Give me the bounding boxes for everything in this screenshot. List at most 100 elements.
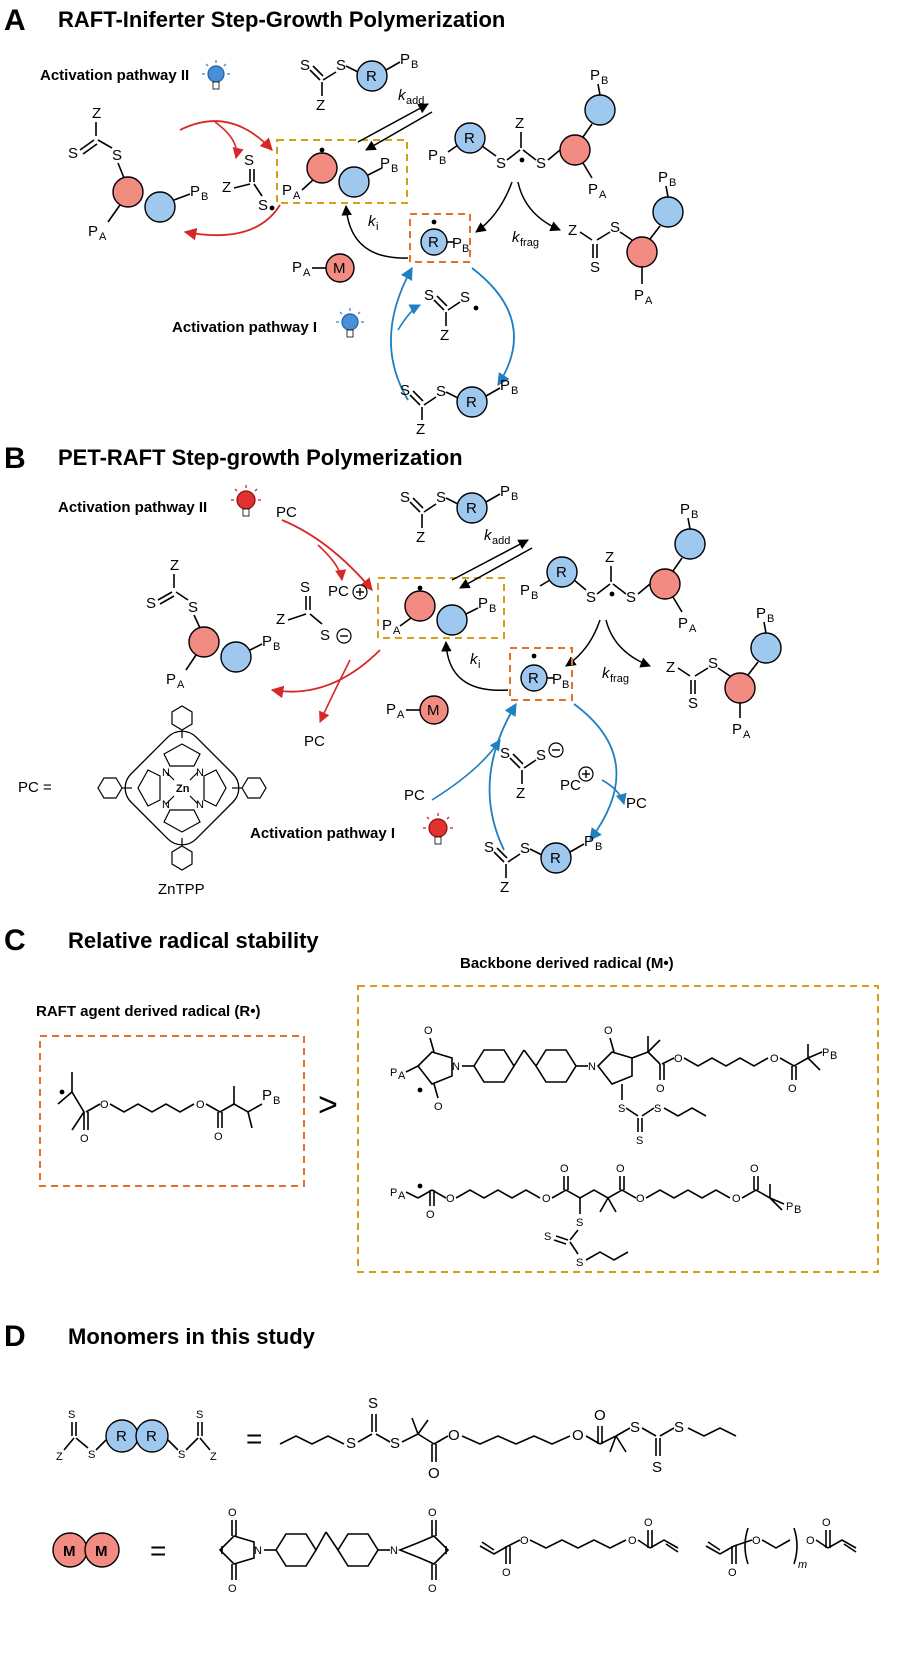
monomer-circle	[112, 176, 144, 208]
svg-text:O: O	[446, 1193, 455, 1205]
thiolate-anion-b2: S S Z PC	[500, 742, 594, 802]
svg-text:O: O	[428, 1465, 440, 1482]
panel-a-letter: A	[4, 4, 26, 37]
svg-text:k: k	[484, 527, 493, 544]
backbone-radical-box-c	[357, 985, 879, 1273]
svg-text:S: S	[400, 382, 410, 399]
svg-text:O: O	[770, 1053, 779, 1065]
svg-text:S: S	[636, 1135, 643, 1147]
pathway-one-label-b: Activation pathway I	[250, 825, 395, 842]
backbone-radical-structure-1: P A O O N N O O	[390, 1025, 837, 1147]
red-arrow	[179, 120, 273, 151]
svg-text:O: O	[644, 1517, 653, 1529]
svg-text:O: O	[428, 1583, 437, 1595]
svg-text:P: P	[262, 633, 272, 650]
panel-a: A RAFT-Iniferter Step-Growth Polymerizat…	[4, 4, 684, 438]
svg-text:k: k	[602, 665, 611, 682]
svg-text:B: B	[489, 603, 496, 615]
svg-text:O: O	[636, 1193, 645, 1205]
svg-text:N: N	[254, 1545, 262, 1557]
svg-text:k: k	[398, 87, 407, 104]
svg-text:S: S	[112, 147, 122, 164]
raft-agent-bottom-b: S S Z R P B	[484, 833, 602, 896]
svg-text:O: O	[728, 1567, 737, 1579]
svg-text:Z: Z	[605, 549, 614, 566]
svg-text:P: P	[520, 582, 530, 599]
svg-text:B: B	[595, 841, 602, 853]
svg-text:R: R	[556, 564, 567, 581]
svg-text:S: S	[346, 1435, 356, 1452]
backbone-radical-structure-2: P A O O O O S O O O O	[390, 1163, 801, 1269]
svg-text:P: P	[390, 1067, 397, 1079]
svg-text:S: S	[300, 579, 310, 596]
panel-d-letter: D	[4, 1320, 26, 1353]
svg-text:P: P	[634, 287, 644, 304]
svg-text:Z: Z	[276, 611, 285, 628]
svg-text:P: P	[428, 147, 438, 164]
pc-equals-label: PC =	[18, 779, 52, 796]
svg-text:P: P	[292, 259, 302, 276]
svg-text:R: R	[466, 394, 477, 411]
svg-text:Z: Z	[170, 557, 179, 574]
svg-text:O: O	[428, 1507, 437, 1519]
svg-text:S: S	[146, 595, 156, 612]
svg-text:N: N	[196, 767, 204, 779]
svg-text:Z: Z	[222, 179, 231, 196]
svg-text:add: add	[492, 535, 510, 547]
svg-text:A: A	[645, 295, 653, 307]
svg-text:S: S	[590, 259, 600, 276]
red-bulb-icon	[231, 485, 261, 517]
svg-text:add: add	[406, 95, 424, 107]
svg-text:PC: PC	[328, 583, 349, 600]
svg-text:S: S	[708, 655, 718, 672]
svg-text:S: S	[484, 839, 494, 856]
svg-text:P: P	[88, 223, 98, 240]
svg-text:O: O	[228, 1507, 237, 1519]
svg-text:Z: Z	[416, 421, 425, 438]
propagating-radical-box	[276, 139, 408, 204]
svg-text:Zn: Zn	[176, 783, 190, 795]
svg-text:O: O	[604, 1025, 613, 1037]
raft-circle	[144, 191, 176, 223]
panel-a-title: RAFT-Iniferter Step-Growth Polymerizatio…	[58, 7, 505, 32]
svg-text:O: O	[594, 1407, 606, 1424]
svg-text:R: R	[366, 68, 377, 85]
svg-text:P: P	[380, 155, 390, 172]
svg-text:P: P	[588, 181, 598, 198]
svg-text:A: A	[743, 729, 751, 741]
svg-text:O: O	[752, 1535, 761, 1547]
svg-text:B: B	[669, 177, 676, 189]
svg-text:M: M	[95, 1543, 108, 1560]
svg-text:P: P	[262, 1087, 272, 1104]
svg-text:O: O	[520, 1535, 529, 1547]
svg-text:O: O	[560, 1163, 569, 1175]
svg-text:Z: Z	[666, 659, 675, 676]
svg-text:Z: Z	[515, 115, 524, 132]
svg-text:frag: frag	[520, 237, 539, 249]
svg-text:S: S	[674, 1419, 684, 1436]
svg-text:P: P	[732, 721, 742, 738]
svg-text:B: B	[439, 155, 446, 167]
panel-d: D Monomers in this study S Z S R R S S Z…	[4, 1320, 857, 1595]
svg-text:P: P	[590, 67, 600, 84]
svg-text:P: P	[680, 501, 690, 518]
svg-text:N: N	[162, 767, 170, 779]
svg-text:S: S	[68, 145, 78, 162]
svg-text:A: A	[293, 190, 301, 202]
svg-text:S: S	[68, 1409, 75, 1421]
svg-text:frag: frag	[610, 673, 629, 685]
svg-text:O: O	[616, 1163, 625, 1175]
svg-text:O: O	[542, 1193, 551, 1205]
svg-text:PC: PC	[404, 787, 425, 804]
svg-text:P: P	[552, 671, 562, 688]
svg-text:O: O	[426, 1209, 435, 1221]
svg-text:P: P	[756, 605, 766, 622]
svg-text:O: O	[448, 1427, 460, 1444]
svg-text:Z: Z	[416, 529, 425, 546]
svg-text:Z: Z	[500, 879, 509, 896]
svg-text:S: S	[536, 155, 546, 172]
svg-text:B: B	[391, 163, 398, 175]
svg-text:P: P	[478, 595, 488, 612]
svg-text:S: S	[400, 489, 410, 506]
